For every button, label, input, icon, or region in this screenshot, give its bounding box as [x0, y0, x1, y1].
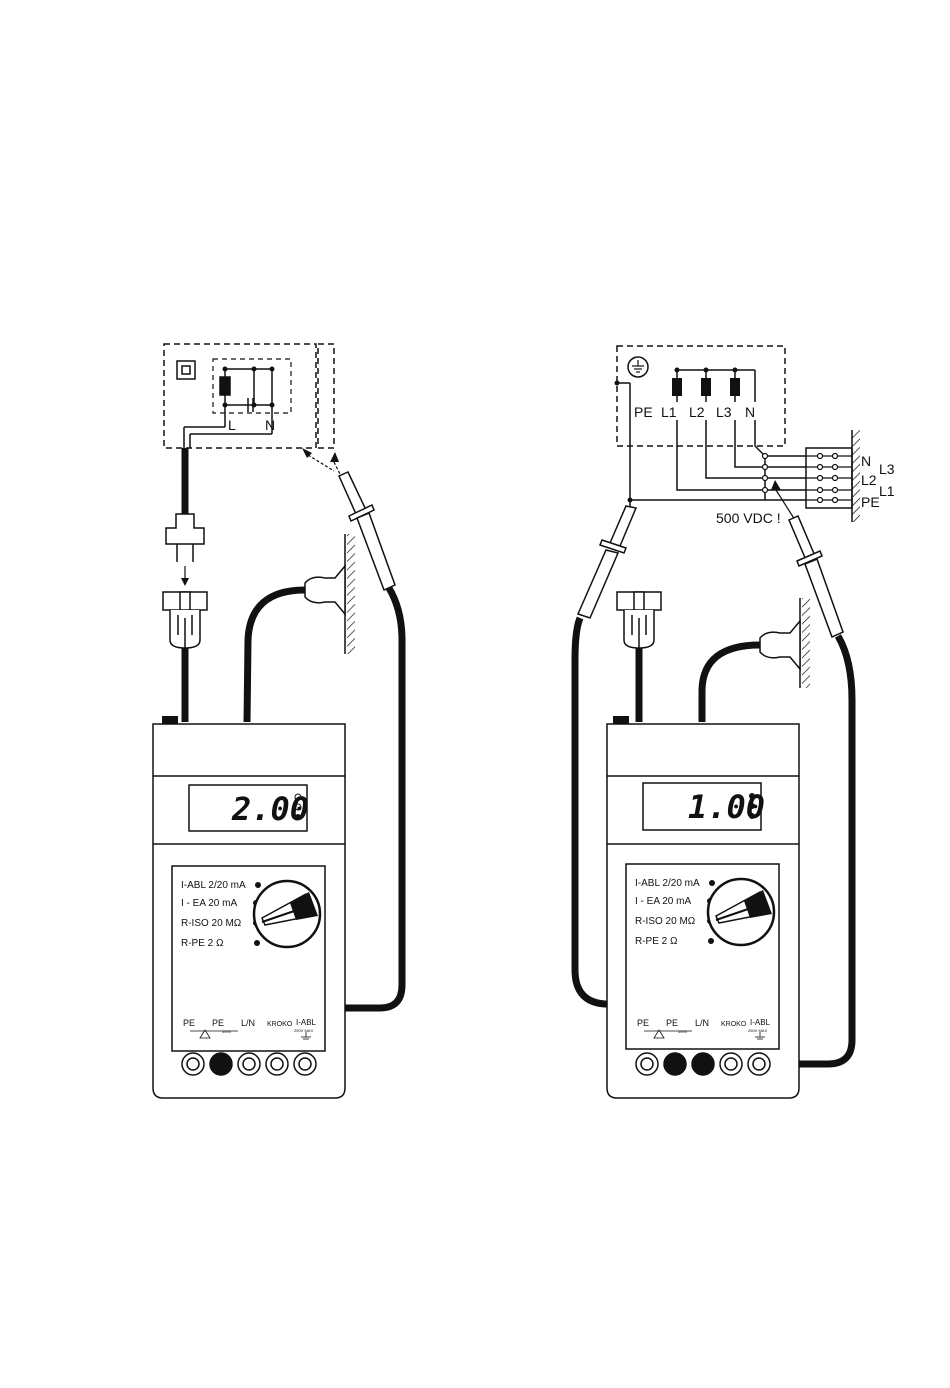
right-meter: 1.00 I-ABL 2/20 mA I - EA 20 mA R-ISO 20…: [607, 716, 799, 1098]
left-socket-label-kroko: KROKO: [267, 1021, 293, 1028]
right-terminal-label-l2: L2: [861, 472, 877, 488]
right-socket-label-ln: L/N: [695, 1018, 709, 1028]
left-range-label-2: I - EA 20 mA: [181, 898, 237, 909]
right-range-selector-knob[interactable]: [708, 879, 774, 945]
right-terminal-label-n: N: [861, 453, 871, 469]
right-socket-ln[interactable]: [692, 1053, 714, 1075]
right-socket-adapter: [617, 592, 661, 648]
right-terminal-label-pe: PE: [861, 494, 880, 510]
left-meter: 2.00 I-ABL 2/20 mA I - EA 20 mA R-ISO 20…: [153, 716, 345, 1098]
right-socket-pe1[interactable]: [636, 1053, 658, 1075]
right-probe-lead: [702, 645, 760, 722]
right-range-label-1: I-ABL 2/20 mA: [635, 878, 700, 889]
left-assembly: L N: [153, 344, 402, 1098]
right-socket-pe2[interactable]: [664, 1053, 686, 1075]
left-socket-adapter: [163, 592, 207, 648]
right-device-label-pe: PE: [634, 404, 653, 420]
right-socket-sub-500v: 500V: [678, 1029, 688, 1034]
left-mains-plug: [166, 514, 204, 562]
left-socket-pe1[interactable]: [182, 1053, 204, 1075]
left-socket-sub-250v: 250V MAX: [294, 1028, 313, 1033]
left-device-label-n: N: [265, 417, 275, 433]
right-socket-label-pe2: PE: [666, 1018, 678, 1028]
left-range-selector-knob[interactable]: [254, 881, 320, 947]
left-socket-label-pe2: PE: [212, 1018, 224, 1028]
left-range-label-3: R-ISO 20 MΩ: [181, 918, 242, 929]
right-socket-label-kroko: KROKO: [721, 1021, 747, 1028]
right-suction-probe: [760, 621, 800, 669]
right-range-label-4: R-PE 2 Ω: [635, 936, 678, 947]
left-range-label-1: I-ABL 2/20 mA: [181, 880, 246, 891]
left-suction-probe: [305, 566, 345, 614]
right-test-probe: [789, 516, 843, 637]
right-socket-label-pe1: PE: [637, 1018, 649, 1028]
right-socket-label-iabl: I-ABL: [750, 1018, 771, 1027]
earth-symbol-icon: [628, 357, 648, 377]
right-range-label-3: R-ISO 20 MΩ: [635, 916, 696, 927]
right-device-label-l2: L2: [689, 404, 705, 420]
left-device-housing-extension: [318, 344, 334, 448]
right-terminal-label-l3: L3: [879, 461, 895, 477]
right-device-label-n: N: [745, 404, 755, 420]
right-assembly: PE L1 L2 L3 N N L3 L2 L1 PE: [575, 346, 895, 1098]
left-socket-label-iabl: I-ABL: [296, 1018, 317, 1027]
left-socket-label-pe1: PE: [183, 1018, 195, 1028]
left-probe-arrow: [330, 452, 339, 462]
right-terminal-label-l1: L1: [879, 483, 895, 499]
right-test-voltage-label: 500 VDC !: [716, 510, 781, 526]
right-device-label-l1: L1: [661, 404, 677, 420]
left-socket-label-ln: L/N: [241, 1018, 255, 1028]
left-socket-iabl[interactable]: [294, 1053, 316, 1075]
left-socket-sub-500v: 500V: [222, 1029, 232, 1034]
right-internal-circuit: [617, 370, 806, 500]
left-lcd-reading: 2.00: [231, 790, 309, 828]
left-socket-ln[interactable]: [238, 1053, 260, 1075]
left-probe-lead: [247, 590, 305, 722]
left-wall-hatch: [345, 534, 355, 654]
right-terminal-block: [806, 430, 860, 522]
left-range-label-4: R-PE 2 Ω: [181, 938, 224, 949]
right-socket-kroko[interactable]: [720, 1053, 742, 1075]
left-internal-circuit: [184, 369, 272, 448]
right-socket-iabl[interactable]: [748, 1053, 770, 1075]
right-socket-sub-250v: 250V MAX: [748, 1028, 767, 1033]
right-wall-hatch: [800, 598, 810, 688]
left-device-label-l: L: [228, 417, 236, 433]
class-ii-symbol-icon: [177, 361, 195, 379]
left-socket-kroko[interactable]: [266, 1053, 288, 1075]
right-range-label-2: I - EA 20 mA: [635, 896, 691, 907]
right-device-label-l3: L3: [716, 404, 732, 420]
left-socket-pe2[interactable]: [210, 1053, 232, 1075]
